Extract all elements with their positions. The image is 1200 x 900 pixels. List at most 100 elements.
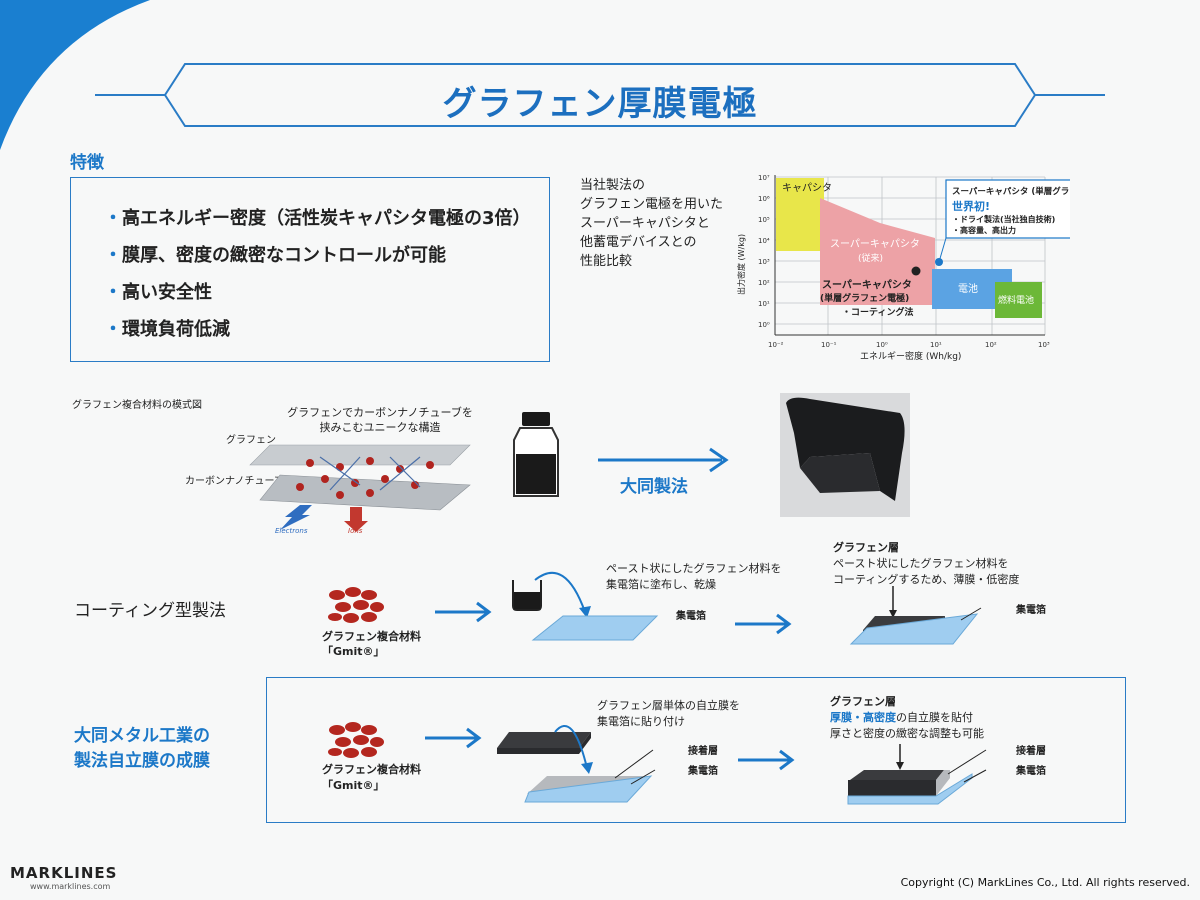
callout-title: スーパーキャパシタ (単層グラフェン電極): [952, 186, 1070, 197]
x-axis-label: エネルギー密度 (Wh/kg): [860, 350, 961, 362]
standalone-result-illustration: [847, 744, 987, 805]
x-tick: 10³: [1038, 341, 1050, 349]
standalone-material-name: 「Gmit®」: [322, 779, 385, 792]
process-label: 大同製法: [620, 477, 688, 497]
comparison-description: 当社製法の グラフェン電極を用いた スーパーキャパシタと 他蓄電デバイスとの 性…: [580, 176, 740, 271]
features-list: 高エネルギー密度（活性炭キャパシタ電極の3倍） 膜厚、密度の緻密なコントロールが…: [104, 200, 531, 348]
coating-result-line: コーティングするため、薄膜・低密度: [833, 573, 1020, 586]
comparison-line: グラフェン電極を用いた: [580, 197, 724, 212]
standalone-result-line: 厚さと密度の緻密な調整も可能: [830, 727, 984, 740]
standalone-result-text: グラフェン層 厚膜・高密度の自立膜を貼付 厚さと密度の緻密な調整も可能: [830, 694, 984, 742]
coating-result-foil-label: 集電箔: [1016, 605, 1046, 616]
comparison-line: 他蓄電デバイスとの: [580, 235, 697, 250]
label-supercap-sub: (従来): [858, 252, 883, 264]
standalone-result-title: グラフェン層: [830, 695, 896, 708]
region-capacitor: [776, 178, 824, 251]
film-illustration: [786, 397, 905, 501]
y-tick: 10⁶: [758, 195, 770, 203]
label-ions: Ions: [348, 527, 363, 535]
region-supercap: [820, 198, 935, 305]
standalone-result-adhesive-label: 接着層: [1016, 746, 1046, 757]
comparison-line: 性能比較: [580, 254, 633, 269]
label-cnt: カーボンナノチューブ: [185, 476, 284, 487]
standalone-method-line: 大同メタル工業の: [74, 726, 210, 746]
label-battery: 電池: [958, 282, 978, 295]
copyright-text: Copyright (C) MarkLines Co., Ltd. All ri…: [900, 876, 1190, 889]
coating-result-text: グラフェン層 ペースト状にしたグラフェン材料を コーティングするため、薄膜・低密…: [833, 540, 1019, 588]
comparison-line: スーパーキャパシタと: [580, 216, 710, 231]
standalone-step-line: グラフェン層単体の自立膜を: [597, 699, 740, 712]
coating-step-text: ペースト状にしたグラフェン材料を 集電箔に塗布し、乾燥: [606, 561, 781, 593]
y-tick: 10⁵: [758, 216, 770, 224]
coating-step-line: 集電箔に塗布し、乾燥: [606, 578, 716, 591]
title-frame: [95, 63, 1105, 127]
coating-result-illustration: [849, 586, 982, 645]
point-label: スーパーキャパシタ: [822, 279, 912, 291]
label-electrons: Electrons: [275, 527, 308, 535]
coating-material-name: 「Gmit®」: [322, 645, 385, 658]
y-axis-label: 出力密度 (W/kg): [736, 234, 746, 295]
x-tick: 10¹: [930, 341, 942, 349]
region-fuelcell: [995, 282, 1042, 318]
callout-highlight: 世界初!: [952, 199, 990, 213]
structure-description: グラフェンでカーボンナノチューブを 挟みこむユニークな構造: [270, 405, 490, 435]
arrow-icon: [435, 601, 492, 623]
coating-process-illustration: [512, 571, 659, 641]
coating-result-line: ペースト状にしたグラフェン材料を: [833, 557, 1009, 570]
comparison-line: 当社製法の: [580, 178, 646, 193]
arrow-icon: [425, 727, 482, 749]
label-graphene: グラフェン: [226, 435, 276, 446]
y-tick: 10³: [758, 258, 770, 266]
standalone-process-illustration: [497, 725, 656, 803]
point-coating: [911, 266, 921, 276]
standalone-step-text: グラフェン層単体の自立膜を 集電箔に貼り付け: [597, 698, 740, 730]
x-tick: 10²: [985, 341, 997, 349]
features-box: [70, 177, 550, 362]
x-tick: 10⁻¹: [821, 341, 837, 349]
point-label: (単層グラフェン電極): [820, 292, 909, 304]
label-fuelcell: 燃料電池: [998, 294, 1034, 306]
electrode-film-photo: [780, 393, 910, 517]
standalone-foil-label: 集電箔: [688, 766, 718, 777]
corner-decoration: [0, 0, 150, 150]
coating-step-line: ペースト状にしたグラフェン材料を: [606, 562, 782, 575]
title-banner: グラフェン厚膜電極: [95, 62, 1105, 128]
feature-item: 高エネルギー密度（活性炭キャパシタ電極の3倍）: [104, 200, 531, 237]
graphene-pellets-icon: [328, 587, 384, 623]
y-tick: 10⁷: [758, 174, 770, 182]
y-tick: 10¹: [758, 300, 770, 308]
standalone-adhesive-label: 接着層: [688, 746, 718, 757]
y-tick: 10⁰: [758, 321, 770, 329]
callout-line: ・ドライ製法(当社独自技術): [952, 214, 1055, 224]
callout-box: [945, 179, 1070, 239]
coating-result-title: グラフェン層: [833, 541, 899, 554]
standalone-material-label: グラフェン複合材料: [322, 763, 421, 776]
y-tick: 10⁴: [758, 237, 770, 245]
feature-item: 膜厚、密度の緻密なコントロールが可能: [104, 237, 531, 274]
x-tick: 10⁻²: [768, 341, 784, 349]
standalone-method-label: 大同メタル工業の 製法自立膜の成膜: [74, 724, 210, 774]
x-tick: 10⁰: [876, 341, 888, 349]
point-label: ・コーティング法: [842, 306, 913, 318]
coating-method-label: コーティング型製法: [74, 601, 226, 621]
brand-logo: MARKLINES: [10, 864, 118, 882]
arrow-icon: [738, 749, 795, 771]
structure-line: 挟みこむユニークな構造: [319, 421, 441, 434]
coating-material-label: グラフェン複合材料: [322, 630, 421, 643]
schematic-caption: グラフェン複合材料の模式図: [72, 400, 202, 411]
label-capacitor: キャパシタ: [782, 182, 832, 194]
page-title: グラフェン厚膜電極: [442, 84, 758, 124]
graphene-structure-illustration: Electrons Ions: [249, 444, 471, 535]
feature-item: 高い安全性: [104, 274, 531, 311]
paste-bottle-icon: [513, 412, 559, 497]
structure-line: グラフェンでカーボンナノチューブを: [287, 406, 473, 419]
standalone-method-box: [266, 677, 1126, 823]
standalone-result-foil-label: 集電箔: [1016, 766, 1046, 777]
standalone-result-line: の自立膜を貼付: [896, 711, 973, 724]
label-supercap: スーパーキャパシタ: [830, 238, 920, 250]
callout-line: ・高容量、高出力: [952, 225, 1016, 235]
coating-foil-label: 集電箔: [676, 611, 706, 622]
arrow-icon: [735, 613, 792, 635]
y-tick: 10²: [758, 279, 770, 287]
